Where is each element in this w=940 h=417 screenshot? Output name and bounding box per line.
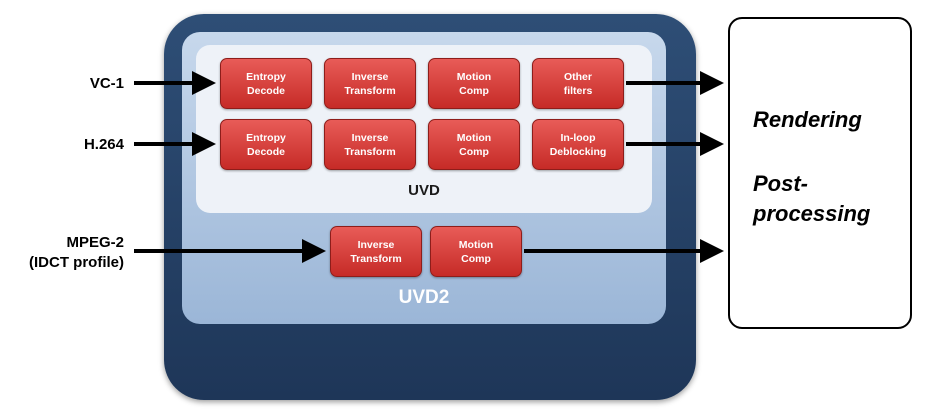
h264-input-label: H.264 xyxy=(83,136,124,153)
uvd-label: UVD xyxy=(408,182,440,199)
mpeg2-inverse-transform-block: Inverse Transform xyxy=(330,226,422,277)
h264-inverse-transform-block: Inverse Transform xyxy=(324,119,416,170)
post-processing-label-line1: Post- xyxy=(753,171,808,196)
vc1-input-label: VC-1 xyxy=(89,75,124,92)
h264-inloop-deblocking-block: In-loop Deblocking xyxy=(532,119,624,170)
vc1-entropy-decode-block: Entropy Decode xyxy=(220,58,312,109)
vc1-inverse-transform-block: Inverse Transform xyxy=(324,58,416,109)
rendering-output-box xyxy=(728,17,912,329)
vc1-motion-comp-block: Motion Comp xyxy=(428,58,520,109)
post-processing-label-line2: processing xyxy=(753,201,871,226)
h264-entropy-decode-block: Entropy Decode xyxy=(220,119,312,170)
rendering-label: Rendering xyxy=(753,107,862,132)
mpeg2-input-label: MPEG-2 (IDCT profile) xyxy=(29,234,124,271)
vc1-other-filters-block: Other filters xyxy=(532,58,624,109)
mpeg2-motion-comp-block: Motion Comp xyxy=(430,226,522,277)
uvd2-label: UVD2 xyxy=(398,287,450,308)
h264-motion-comp-block: Motion Comp xyxy=(428,119,520,170)
